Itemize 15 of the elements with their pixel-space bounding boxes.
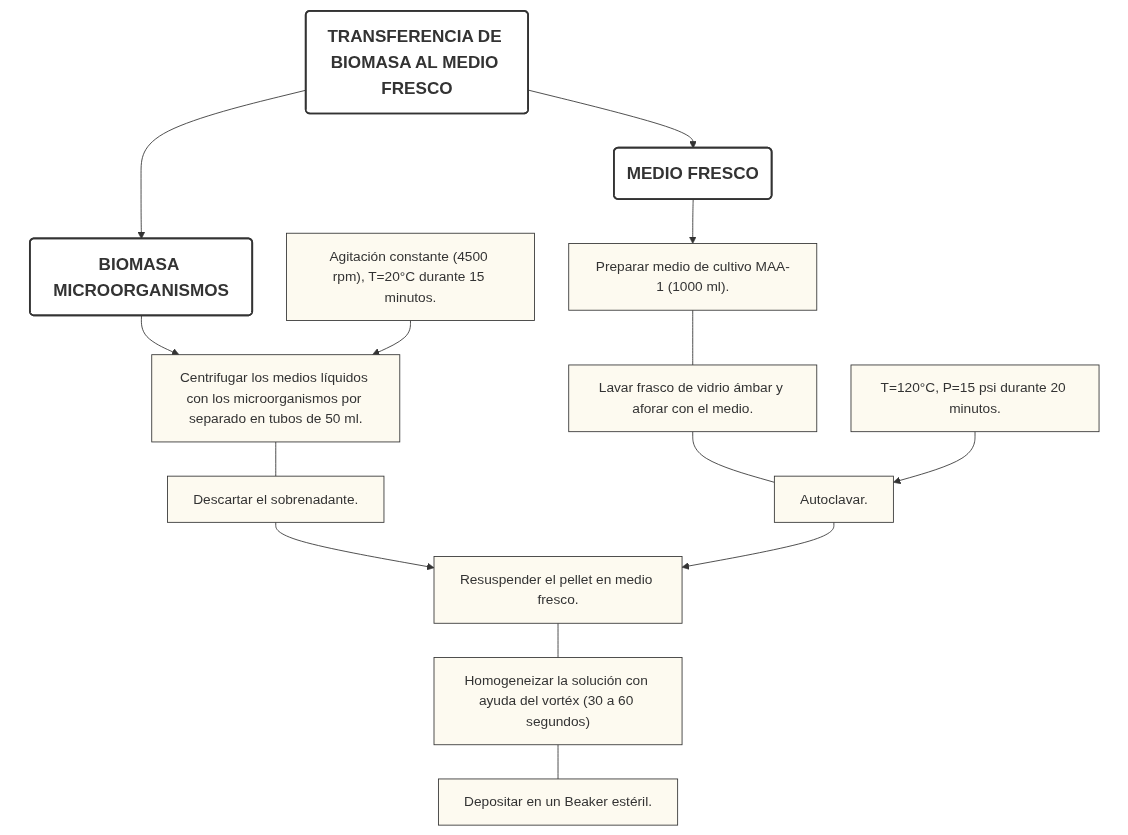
node-box: Centrifugar los medios líquidos con los microorganismos por separado en tubos de 50 ml.	[150, 353, 400, 442]
node-box: Homogeneizar la solución con ayuda del vortéx (30 a 60 segundos)	[433, 656, 683, 745]
connector	[691, 430, 775, 483]
connector	[557, 743, 558, 779]
node-box: Lavar frasco de vidrio ámbar y aforar con el medio.	[567, 364, 817, 432]
node-box: Resuspender el pellet en medio fresco.	[433, 555, 683, 624]
node-box: Autoclavar.	[773, 475, 894, 523]
node-box: Descartar el sobrenadante.	[166, 475, 384, 523]
connector	[557, 622, 558, 658]
connector	[274, 441, 276, 477]
node-box: T=120°C, P=15 psi durante 20 minutos.	[850, 364, 1099, 432]
node-box: Agitación constante (4500 rpm), T=20°C durante 15 minutos.	[285, 232, 535, 321]
node-box: Preparar medio de cultivo MAA-1 (1000 ml).	[567, 242, 817, 311]
connector	[691, 309, 693, 365]
node-box: Depositar en un Beaker estéril.	[437, 778, 678, 826]
